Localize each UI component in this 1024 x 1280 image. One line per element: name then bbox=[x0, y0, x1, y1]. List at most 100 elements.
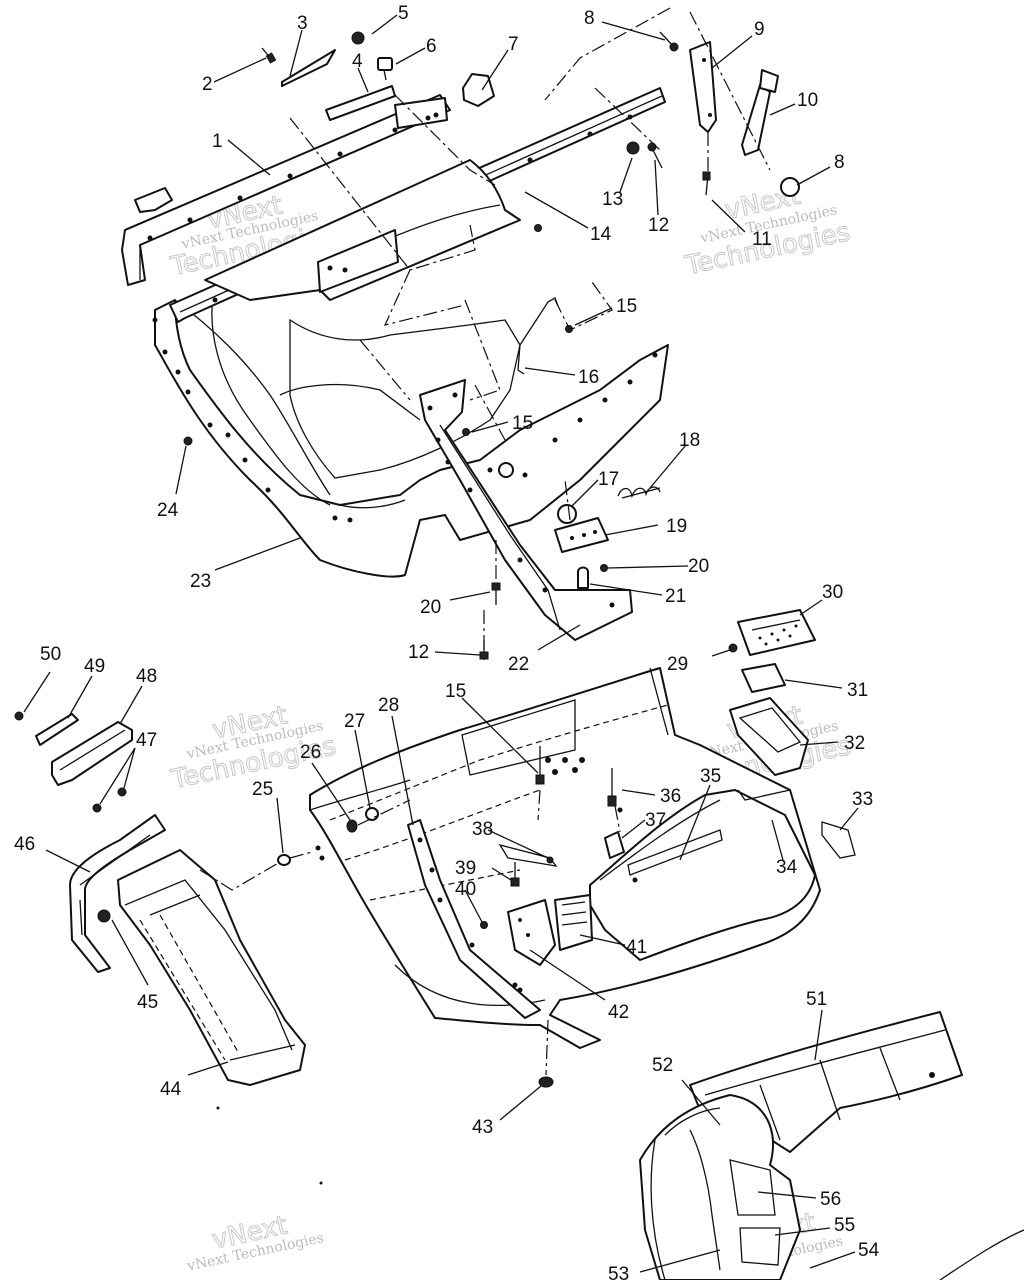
watermark-bottom-left: vNext vNext Technologies bbox=[185, 1210, 325, 1275]
callout-50: 50 bbox=[40, 644, 61, 665]
part-3-strip bbox=[281, 49, 336, 87]
part-25-washer bbox=[277, 854, 291, 866]
callout-24: 24 bbox=[157, 500, 179, 521]
part-22-support-bracket bbox=[419, 379, 633, 641]
watermark-top-right: vNext vNext Technologies Technologies bbox=[682, 180, 854, 282]
body-23-holes bbox=[152, 299, 658, 523]
callout-15-upper: 15 bbox=[616, 296, 637, 317]
part-16-link bbox=[517, 297, 559, 375]
callout-15-lower: 15 bbox=[445, 681, 466, 702]
callout-8-top: 8 bbox=[584, 8, 595, 29]
callout-48: 48 bbox=[136, 666, 157, 687]
leader-lines bbox=[23, 14, 859, 1273]
part-29-screw bbox=[728, 643, 738, 653]
part-32-lamp bbox=[729, 697, 809, 776]
callout-22: 22 bbox=[508, 654, 529, 675]
part-30-housing bbox=[737, 609, 816, 656]
part-27-nut bbox=[365, 807, 379, 821]
part-49-lens bbox=[35, 713, 79, 746]
callout-33: 33 bbox=[852, 789, 873, 810]
callout-47: 47 bbox=[136, 730, 157, 751]
bracket-22-holes bbox=[427, 392, 615, 608]
part-15-screw-lower bbox=[535, 746, 545, 785]
callout-41: 41 bbox=[626, 937, 647, 958]
upper-assembly bbox=[121, 7, 800, 660]
callout-45: 45 bbox=[137, 992, 158, 1013]
rail-bracket bbox=[134, 187, 173, 213]
callout-43: 43 bbox=[472, 1117, 493, 1138]
part-23-body-shell bbox=[154, 299, 669, 578]
callout-2: 2 bbox=[202, 74, 213, 95]
callout-26: 26 bbox=[300, 742, 321, 763]
part-42-hinge-bracket bbox=[507, 899, 556, 966]
callout-labels: 1 2 3 4 5 6 7 8 8 9 10 11 12 12 13 14 15… bbox=[14, 3, 880, 1280]
callout-49: 49 bbox=[84, 656, 105, 677]
seat-assembly bbox=[639, 1011, 1024, 1280]
part-35-side-panel bbox=[589, 789, 816, 961]
part-10-pin bbox=[741, 84, 771, 156]
part-20-screw-left bbox=[491, 582, 501, 605]
part-52-seat-side bbox=[639, 1094, 801, 1280]
part-45-nut bbox=[97, 909, 111, 923]
part-43-grommet bbox=[538, 1076, 554, 1088]
callout-19: 19 bbox=[666, 516, 687, 537]
part-31-lens bbox=[741, 663, 786, 693]
part-21-clip bbox=[577, 566, 589, 589]
part-7-latch bbox=[462, 73, 495, 107]
part-47-screws bbox=[92, 787, 127, 813]
part-8-cap bbox=[780, 177, 800, 197]
part-11-pin bbox=[702, 171, 711, 196]
callout-11: 11 bbox=[752, 229, 772, 250]
stray-dot bbox=[319, 1181, 323, 1185]
grommet-hole bbox=[498, 462, 514, 478]
part-19-hinge-plate bbox=[554, 517, 609, 553]
callout-15-middle: 15 bbox=[512, 413, 533, 434]
callout-56: 56 bbox=[820, 1189, 841, 1210]
callout-37: 37 bbox=[645, 810, 666, 831]
stray-dot bbox=[216, 1106, 220, 1110]
part-15-screw-middle bbox=[462, 428, 470, 436]
callout-54: 54 bbox=[858, 1240, 880, 1261]
callout-1: 1 bbox=[212, 131, 223, 152]
callout-29: 29 bbox=[667, 654, 688, 675]
part-24-screw bbox=[183, 436, 193, 446]
callout-27: 27 bbox=[344, 711, 365, 732]
upper-panel bbox=[204, 159, 521, 301]
callout-13: 13 bbox=[602, 189, 623, 210]
callout-55: 55 bbox=[834, 1215, 855, 1236]
part-26-nut bbox=[346, 819, 358, 833]
callout-4: 4 bbox=[352, 51, 363, 72]
part-17-grommet bbox=[557, 504, 577, 524]
callout-20-right: 20 bbox=[688, 556, 709, 577]
callout-23: 23 bbox=[190, 571, 211, 592]
callout-7: 7 bbox=[508, 34, 519, 55]
part-6-stud bbox=[377, 57, 393, 81]
part-13-nut bbox=[626, 141, 640, 155]
upper-panel-tab bbox=[317, 229, 399, 293]
callout-21: 21 bbox=[665, 586, 686, 607]
callout-52: 52 bbox=[652, 1055, 673, 1076]
callout-17: 17 bbox=[598, 469, 619, 490]
callout-32: 32 bbox=[844, 733, 865, 754]
callout-28: 28 bbox=[378, 695, 399, 716]
callout-30: 30 bbox=[822, 582, 843, 603]
part-4-plate bbox=[325, 85, 396, 121]
callout-39: 39 bbox=[455, 858, 476, 879]
lower-assembly bbox=[14, 609, 856, 1088]
callout-38: 38 bbox=[472, 819, 493, 840]
callout-34: 34 bbox=[776, 857, 798, 878]
callout-36: 36 bbox=[660, 786, 681, 807]
part-36-screw bbox=[607, 768, 617, 807]
callout-42: 42 bbox=[608, 1002, 629, 1023]
callout-40: 40 bbox=[455, 879, 476, 900]
callout-44: 44 bbox=[160, 1079, 182, 1100]
housing-30-dots bbox=[758, 624, 798, 646]
screw-near-14 bbox=[534, 224, 542, 232]
callout-46: 46 bbox=[14, 834, 35, 855]
body-34-holes bbox=[315, 757, 638, 988]
callout-53: 53 bbox=[608, 1264, 629, 1280]
part-2-screw bbox=[261, 47, 277, 64]
pin-10-head bbox=[759, 69, 779, 93]
part-8-bolt-top bbox=[659, 31, 679, 52]
part-38-bracket bbox=[498, 843, 558, 867]
